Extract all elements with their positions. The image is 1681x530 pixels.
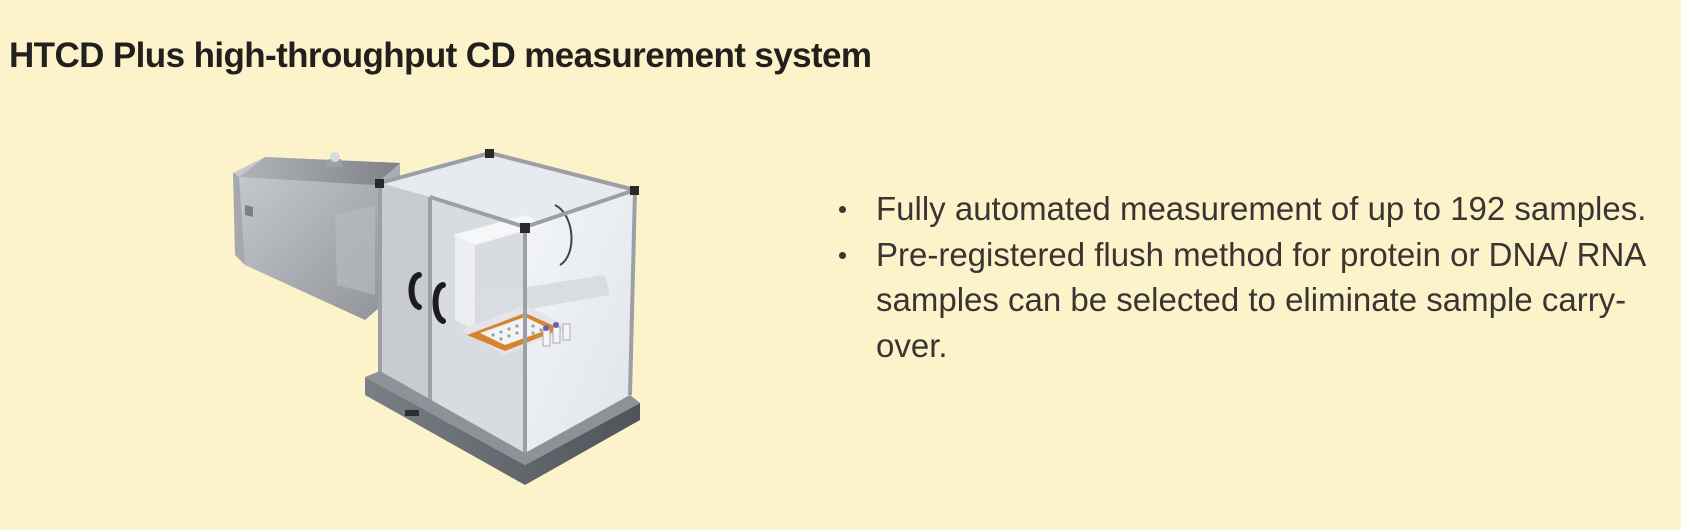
bullet-text: Pre-registered flush method for protein … [876,235,1645,364]
bullet-text: Fully automated measurement of up to 192… [876,190,1647,227]
bullet-list: Fully automated measurement of up to 192… [836,186,1666,368]
product-image [233,149,640,485]
bullet-dot [839,251,846,259]
slide-title: HTCD Plus high-throughput CD measurement… [9,36,872,75]
bullet-item: Pre-registered flush method for protein … [836,232,1666,369]
bullet-dot [839,206,846,213]
bullet-item: Fully automated measurement of up to 192… [836,186,1666,232]
